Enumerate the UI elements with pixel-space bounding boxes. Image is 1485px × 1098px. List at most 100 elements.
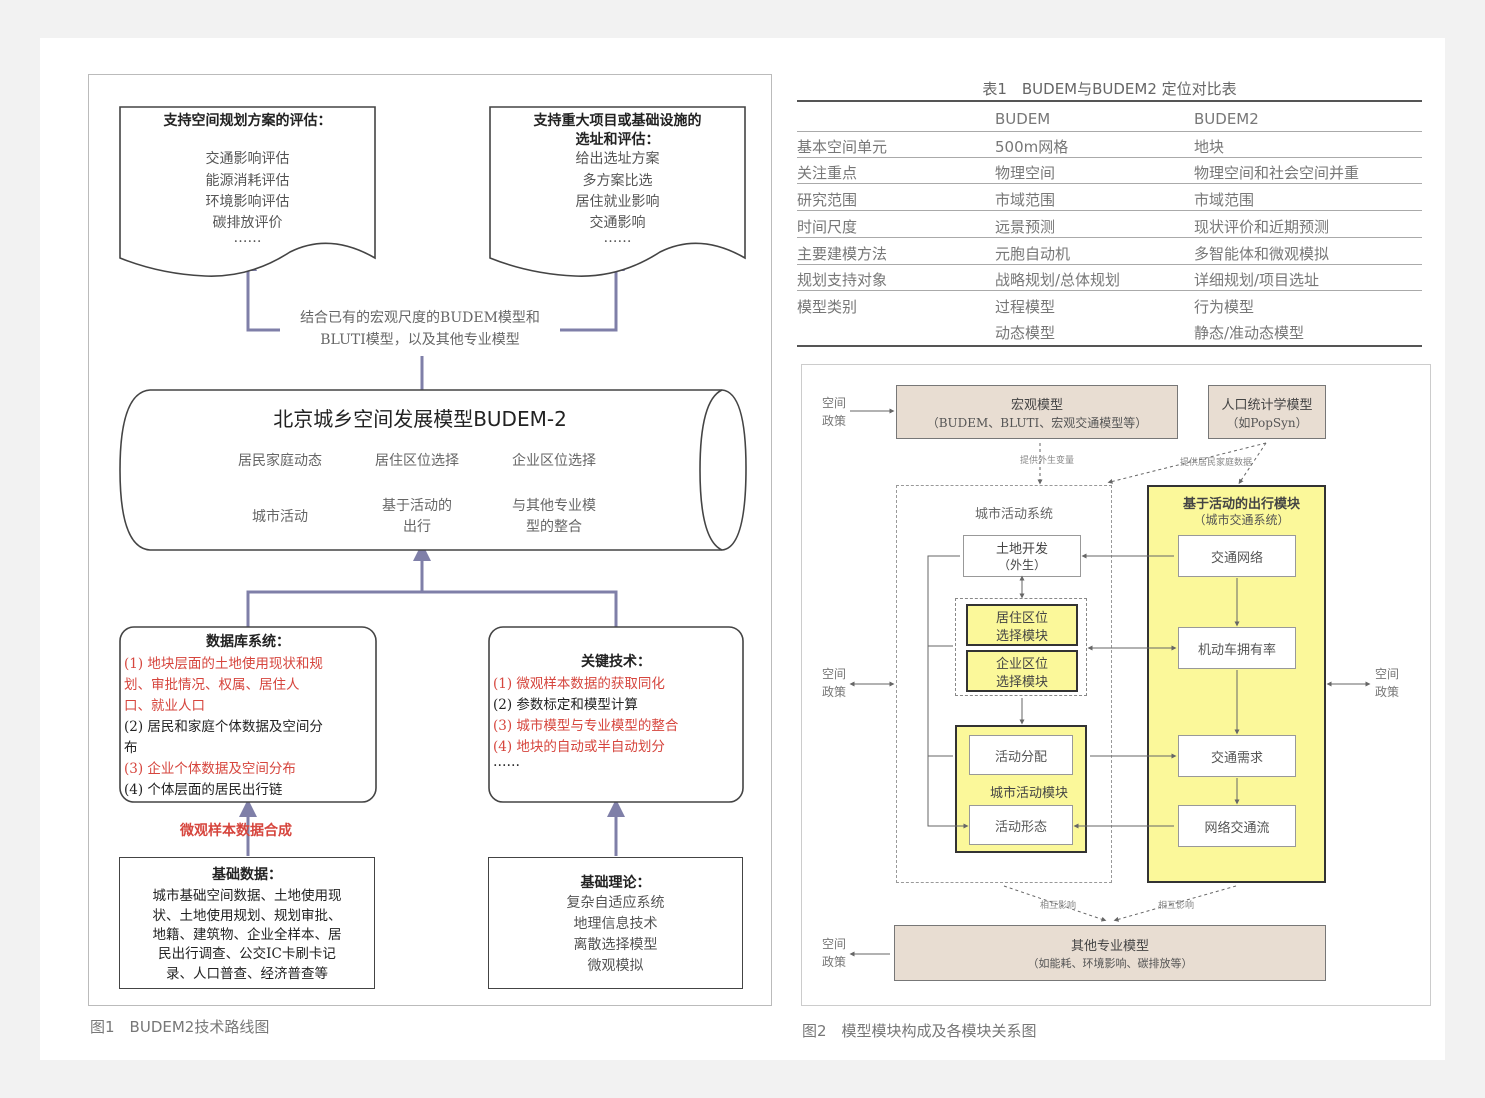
table1-row: 时间尺度 远景预测 现状评价和近期预测	[797, 212, 1422, 238]
table1-cell: 动态模型	[995, 324, 1056, 342]
table1-cell: 行为模型	[1194, 298, 1255, 316]
ent-loc-box	[966, 650, 1078, 692]
key-tech-line: ……	[493, 754, 520, 770]
doc-left-item: 环境影响评估	[205, 194, 290, 210]
table1-row: 关注重点 物理空间 物理空间和社会空间并重	[797, 158, 1422, 184]
res-loc-label: 居住区位	[995, 611, 1048, 626]
fig1-caption: 图1 BUDEM2技术路线图	[90, 1018, 270, 1036]
urban-act-module-label: 城市活动模块	[989, 786, 1068, 801]
basic-theory-line: 复杂自适应系统	[566, 895, 665, 911]
urban-system-box	[896, 485, 1112, 883]
micro-sample-label: 微观样本数据合成	[180, 823, 292, 839]
database-title: 数据库系统：	[206, 634, 290, 650]
table1-cell: 主要建模方法	[797, 245, 888, 263]
ent-loc-label: 企业区位	[995, 657, 1048, 672]
ent-loc-label: 选择模块	[995, 675, 1048, 690]
doc-right-item: 多方案比选	[582, 173, 653, 189]
basic-data-line: 民出行调查、公交IC卡刷卡记	[158, 946, 336, 962]
space-policy-label: 政策	[1375, 685, 1400, 699]
doc-right-title: 选址和评估：	[575, 132, 660, 148]
act-form-label: 活动形态	[994, 820, 1047, 835]
table1-cell: 过程模型	[995, 298, 1056, 316]
doc-left-title: 支持空间规划方案的评估：	[163, 113, 332, 129]
doc-left-item: 碳排放评价	[212, 215, 283, 231]
car-own-label: 机动车拥有率	[1197, 643, 1276, 658]
other-model-sub: （如能耗、环境影响、碳排放等）	[1027, 957, 1193, 970]
traffic-demand-label: 交通需求	[1210, 751, 1263, 766]
table1-cell: 元胞自动机	[995, 245, 1071, 263]
pop-model-title: 人口统计学模型	[1221, 398, 1313, 413]
cylinder-item: 居住区位选择	[375, 453, 459, 469]
traffic-demand-box	[1178, 735, 1296, 777]
net-flow-box	[1178, 805, 1296, 847]
space-policy-label: 政策	[822, 955, 847, 969]
doc-left-item: 交通影响评估	[205, 151, 290, 167]
basic-theory-box	[488, 857, 743, 989]
basic-theory-line: 离散选择模型	[573, 937, 658, 953]
res-loc-label: 选择模块	[995, 629, 1048, 644]
table1-cell: 市域范围	[995, 191, 1056, 209]
table1-cell: 物理空间和社会空间并重	[1194, 164, 1360, 182]
space-policy-label: 空间	[1375, 667, 1400, 681]
basic-data-title: 基础数据：	[212, 867, 282, 883]
table1-bottom-rule	[797, 345, 1422, 347]
key-tech-title: 关键技术：	[581, 654, 651, 670]
act-form-box	[969, 805, 1073, 845]
table1-cell: 基本空间单元	[797, 138, 888, 156]
basic-data-line: 城市基础空间数据、土地使用现	[152, 888, 342, 904]
cylinder-item: 基于活动的	[382, 498, 452, 514]
traffic-net-box	[1178, 535, 1296, 577]
table1-cell: 战略规划/总体规划	[995, 271, 1121, 289]
database-line: 布	[124, 740, 138, 756]
key-tech-line: (1) 微观样本数据的获取同化	[493, 676, 665, 692]
key-tech-line: (2) 参数标定和模型计算	[493, 697, 638, 713]
table1-cell: 静态/准动态模型	[1194, 324, 1305, 342]
table1-cell: 模型类别	[797, 298, 858, 316]
table1-header-cell: BUDEM	[995, 110, 1051, 128]
basic-theory-line: 微观模拟	[587, 958, 644, 974]
car-own-box	[1178, 627, 1296, 669]
table1-cell: 详细规划/项目选址	[1194, 271, 1320, 289]
database-line: (3) 企业个体数据及空间分布	[124, 761, 296, 777]
provide-hh-label: 提供居民家庭数据	[1180, 458, 1253, 468]
basic-data-line: 状、土地使用规划、规划审批、	[152, 908, 342, 924]
database-line: 划、审批情况、权属、居住人	[124, 677, 300, 693]
table1-row: 研究范围 市域范围 市域范围	[797, 185, 1422, 211]
table1-row: 基本空间单元 500m网格 地块	[797, 132, 1422, 158]
table1-cell: 现状评价和近期预测	[1194, 218, 1330, 236]
fig2-caption: 图2 模型模块构成及各模块关系图	[802, 1022, 1037, 1040]
land-dev-label: 土地开发	[995, 542, 1048, 557]
travel-module-title: 基于活动的出行模块	[1182, 497, 1300, 512]
act-alloc-label: 活动分配	[994, 750, 1047, 765]
key-tech-box-shape	[488, 626, 744, 803]
cylinder-item: 居民家庭动态	[238, 453, 322, 469]
doc-shape-left	[119, 106, 376, 277]
res-loc-box	[966, 604, 1078, 646]
doc-right-item: 给出选址方案	[575, 151, 660, 167]
mutual-label: 相互影响	[1158, 901, 1195, 911]
table1-cell: 规划支持对象	[797, 271, 888, 289]
space-policy-label: 政策	[822, 685, 847, 699]
table1-cell: 研究范围	[797, 191, 858, 209]
database-box-shape	[119, 626, 377, 803]
cylinder-item: 城市活动	[252, 509, 308, 525]
table1-row: 规划支持对象 战略规划/总体规划 详细规划/项目选址	[797, 265, 1422, 291]
doc-right-item: 交通影响	[589, 215, 646, 231]
basic-data-line: 地籍、建筑物、企业全样本、居	[152, 927, 342, 943]
table1-header-row: BUDEM BUDEM2	[797, 106, 1422, 132]
cylinder-item: 与其他专业模	[512, 498, 596, 514]
space-policy-label: 空间	[822, 396, 847, 410]
table1-row: 模型类别 过程模型 行为模型	[797, 292, 1422, 318]
location-dashed-box	[955, 598, 1087, 696]
database-line: (2) 居民和家庭个体数据及空间分	[124, 719, 323, 735]
urban-system-title: 城市活动系统	[974, 507, 1053, 522]
macro-model-title: 宏观模型	[1010, 398, 1063, 413]
fig2-frame	[801, 364, 1431, 1006]
basic-data-box	[119, 857, 375, 989]
cylinder-item: 型的整合	[526, 519, 582, 535]
table1-row: 主要建模方法 元胞自动机 多智能体和微观模拟	[797, 239, 1422, 265]
basic-theory-title: 基础理论：	[580, 875, 651, 891]
database-line: (4) 个体层面的居民出行链	[124, 782, 283, 798]
basic-theory-line: 地理信息技术	[573, 916, 658, 932]
